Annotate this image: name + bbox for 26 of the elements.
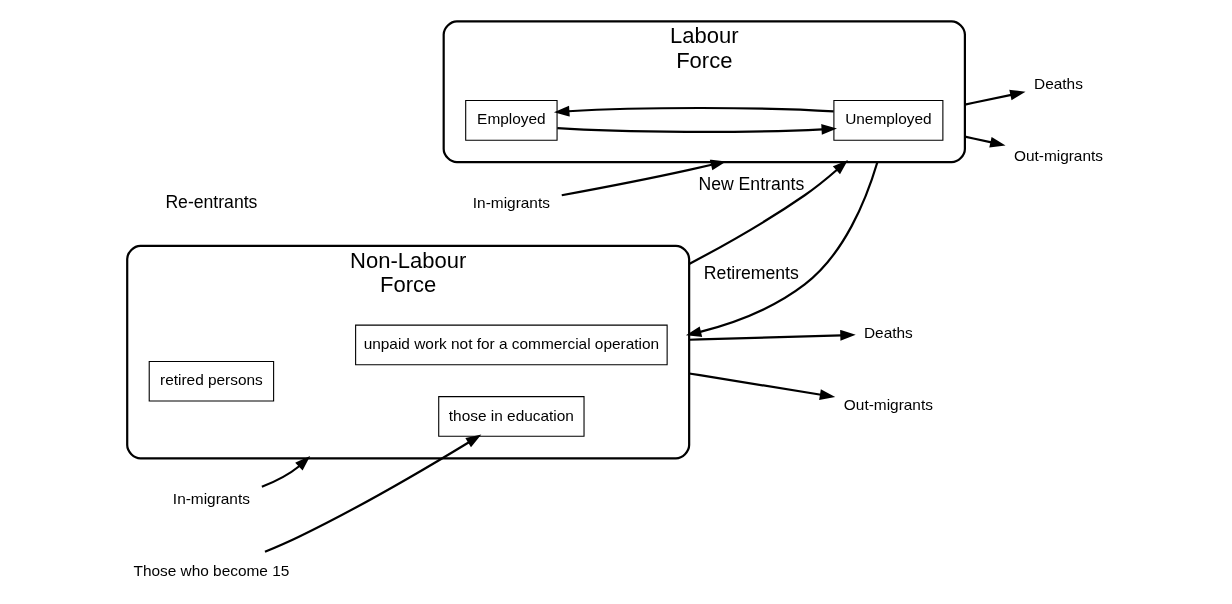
node-box: Employed	[464, 100, 558, 141]
arrow	[688, 372, 835, 400]
node-text: Deaths	[1033, 75, 1083, 93]
node-box: those in education	[437, 396, 585, 437]
arrow	[561, 159, 726, 197]
node-text: Deaths	[863, 324, 913, 341]
edge-label: New Entrants	[697, 173, 804, 194]
node-box: Unemployed	[832, 100, 943, 141]
node-text: Out-migrants	[843, 395, 933, 413]
arrow	[685, 161, 878, 337]
edge-label: Retirements	[703, 262, 799, 283]
node-box: retired persons	[148, 360, 274, 402]
node-text: Those who become 15	[132, 561, 289, 579]
arrow	[553, 105, 834, 117]
arrow	[688, 160, 848, 265]
arrow	[260, 456, 310, 488]
node-text: In-migrants	[472, 194, 550, 212]
arrow	[556, 124, 837, 135]
label: Re-entrants	[164, 192, 257, 213]
arrow	[264, 434, 481, 553]
node-text: Out-migrants	[1013, 146, 1103, 164]
arrow	[964, 89, 1025, 106]
node-text: In-migrants	[172, 490, 250, 508]
arrow	[688, 329, 856, 341]
arrow	[964, 135, 1006, 148]
node-box: unpaid work not for a commercial operation	[354, 324, 668, 366]
